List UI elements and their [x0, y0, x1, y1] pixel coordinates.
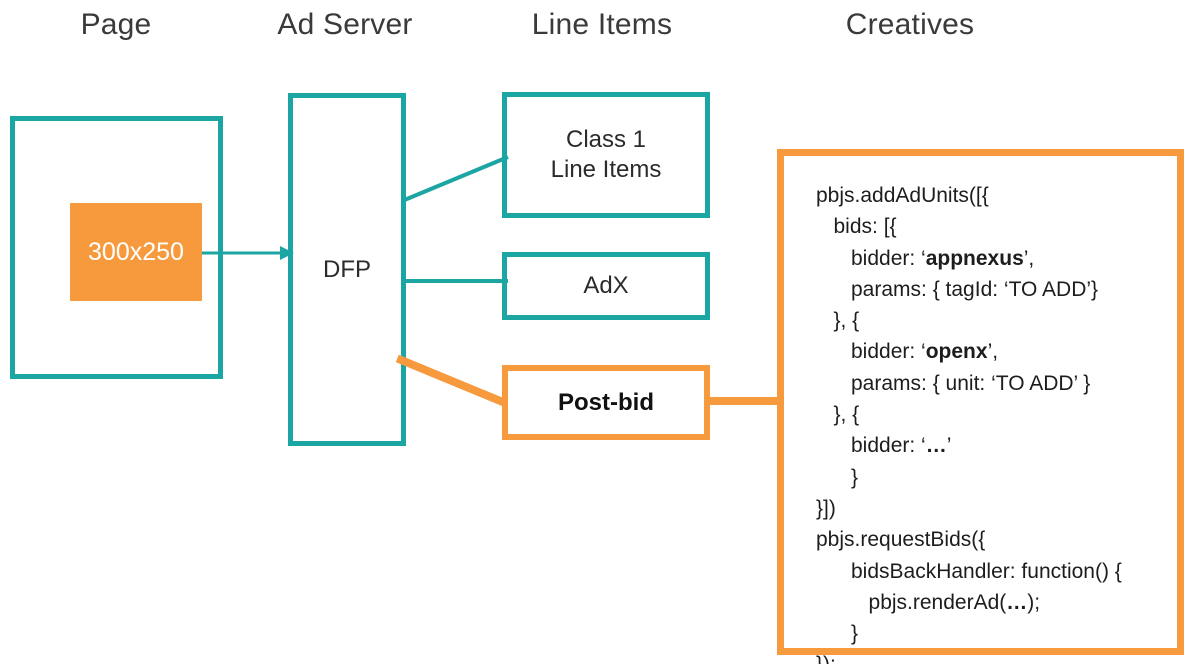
ad-server-dfp-box[interactable]: DFP	[288, 93, 406, 446]
column-header-ad-server: Ad Server	[277, 8, 413, 41]
column-header-line-items: Line Items	[531, 8, 673, 41]
column-header-page: Page	[80, 8, 152, 41]
code-line: pbjs.addAdUnits([{	[816, 184, 989, 207]
ad-slot-label: 300x250	[88, 237, 184, 266]
column-header-creatives: Creatives	[845, 8, 975, 41]
connector-page-to-dfp	[190, 230, 300, 276]
code-line: bidder: ‘…’	[816, 434, 952, 458]
dfp-label: DFP	[323, 255, 371, 283]
code-line: }])	[816, 496, 836, 520]
line-item-class1-box[interactable]: Class 1 Line Items	[502, 92, 710, 218]
connector-postbid-to-creatives	[698, 392, 792, 410]
code-line: }	[816, 465, 859, 489]
connector-dfp-to-postbid	[395, 352, 516, 414]
code-line: params: { unit: ‘TO ADD’ }	[816, 371, 1091, 395]
ad-slot-300x250[interactable]: 300x250	[70, 203, 202, 301]
class1-label-line1: Class 1	[565, 126, 647, 153]
code-line: pbjs.requestBids({	[816, 528, 986, 552]
code-line: });	[816, 649, 1169, 664]
class1-label-line2: Line Items	[550, 156, 662, 183]
connector-dfp-to-adx	[400, 272, 510, 290]
code-line: bidsBackHandler: function() {	[816, 559, 1122, 583]
code-line: bids: [{	[816, 215, 897, 239]
line-item-postbid-box[interactable]: Post-bid	[502, 365, 710, 440]
class1-label: Class 1 Line Items	[551, 125, 662, 185]
creative-code-lines: pbjs.addAdUnits([{ bids: [{ bidder: ‘app…	[816, 180, 1169, 664]
connector-dfp-to-class1	[400, 145, 512, 211]
code-line: }, {	[816, 403, 860, 427]
adx-label: AdX	[583, 272, 629, 299]
creative-code-block: pbjs.addAdUnits([{ bids: [{ bidder: ‘app…	[777, 149, 1184, 664]
line-item-adx-box[interactable]: AdX	[502, 252, 710, 320]
code-line: pbjs.renderAd(…);	[816, 590, 1041, 614]
code-line: bidder: ‘openx’,	[816, 340, 999, 364]
code-line: }, {	[816, 309, 860, 333]
code-line: bidder: ‘appnexus’,	[816, 246, 1035, 270]
postbid-label: Post-bid	[558, 388, 654, 416]
code-line: }	[816, 622, 859, 646]
code-line: params: { tagId: ‘TO ADD’}	[816, 277, 1099, 301]
